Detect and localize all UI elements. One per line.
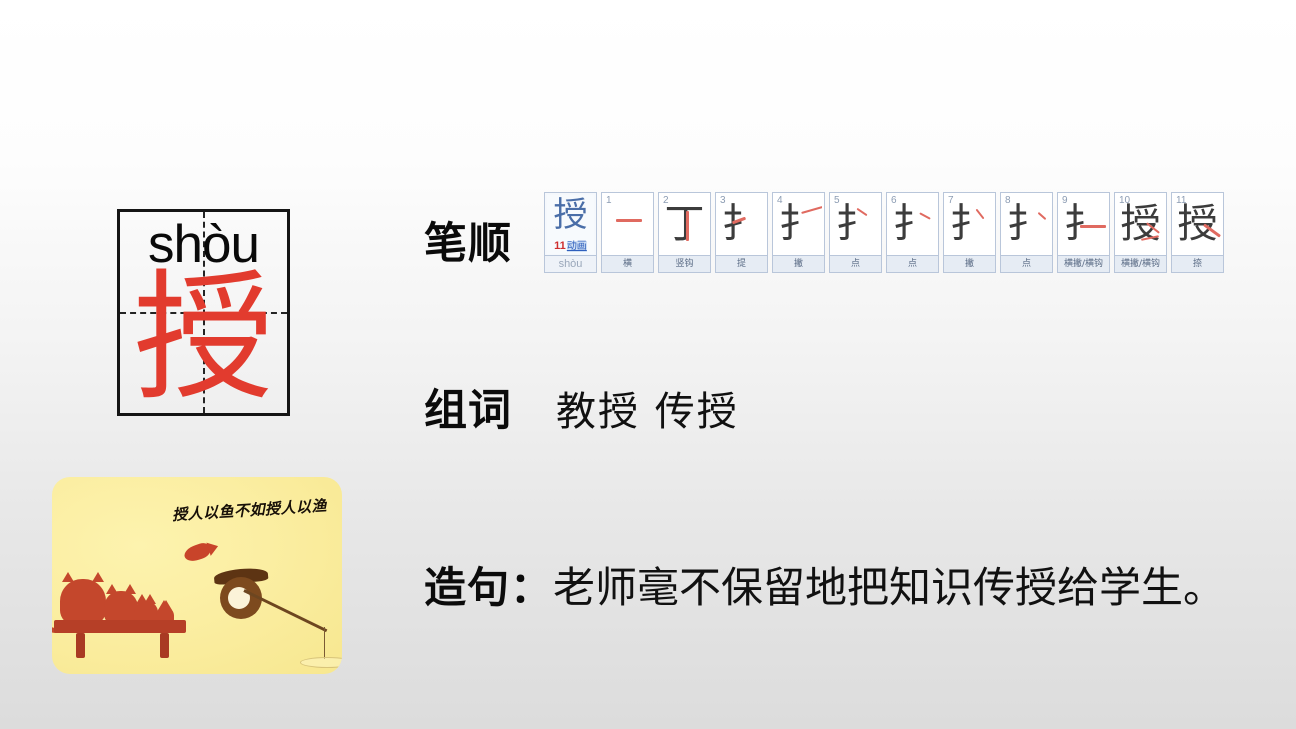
stroke-step-glyph: 扌	[721, 201, 762, 247]
animation-link[interactable]: 动画	[566, 241, 587, 252]
stroke-step-cell: 4 扌	[775, 195, 822, 254]
card-pinyin: shòu	[148, 215, 260, 274]
stroke-step-number: 4	[777, 195, 783, 206]
zuci-words: 教授 传授	[556, 389, 739, 435]
stroke-step-glyph: 扌	[1063, 201, 1104, 247]
stroke-step-name: 点	[887, 255, 938, 272]
stroke-step-11[interactable]: 11 授 捺	[1171, 192, 1224, 273]
bishun-label: 笔顺	[424, 219, 512, 269]
stroke-new-stroke	[1080, 225, 1106, 228]
stroke-step-name: 点	[830, 255, 881, 272]
stroke-step-number: 6	[891, 195, 897, 206]
stroke-step-cell: 7 扌	[946, 195, 993, 254]
stroke-step-number: 9	[1062, 195, 1068, 206]
stroke-step-cell: 6 扌	[889, 195, 936, 254]
zuci-label: 组词	[424, 386, 512, 436]
stroke-step-10[interactable]: 10 授 横撇/横钩	[1114, 192, 1167, 273]
stroke-step-1[interactable]: 1 横	[601, 192, 654, 273]
card-hanzi: 授	[133, 257, 274, 420]
stroke-step-glyph: 扌	[1006, 201, 1047, 247]
stroke-step-cell: 10 授	[1117, 195, 1164, 254]
zaoju-row: 造句：老师毫不保留地把知识传授给学生。	[424, 557, 1269, 619]
stroke-new-stroke	[616, 219, 642, 222]
stroke-step-name: 撇	[944, 255, 995, 272]
cats-fishing-illustration: 授人以鱼不如授人以渔	[52, 477, 342, 674]
stroke-step-name: 提	[716, 255, 767, 272]
bench	[54, 620, 186, 633]
stroke-step-glyph: 扌	[835, 201, 876, 247]
fish-icon	[182, 541, 212, 564]
character-card: shòu 授	[117, 209, 290, 416]
stroke-step-cell: 1	[604, 195, 651, 254]
stroke-header-cell: 授 11动画	[547, 195, 594, 254]
stroke-step-2[interactable]: 2 丁 竖钩	[658, 192, 711, 273]
stroke-step-name: 点	[1001, 255, 1052, 272]
stroke-step-name: 捺	[1172, 255, 1223, 272]
stroke-step-glyph: 扌	[892, 201, 933, 247]
stroke-count: 11	[554, 240, 566, 252]
stroke-order-header-box[interactable]: 授 11动画 shòu	[544, 192, 597, 273]
stroke-step-cell: 8 扌	[1003, 195, 1050, 254]
stroke-step-number: 8	[1005, 195, 1011, 206]
stroke-header-meta: 11动画	[547, 240, 594, 253]
bench-leg-right	[160, 633, 169, 658]
cat-medium	[104, 584, 138, 625]
stroke-step-name: 横撇/横钩	[1115, 255, 1166, 272]
stroke-step-6[interactable]: 6 扌 点	[886, 192, 939, 273]
zuci-row: 组词 教授 传授	[424, 383, 739, 440]
stroke-step-name: 横	[602, 255, 653, 272]
zaoju-sentence: 老师毫不保留地把知识传授给学生。	[553, 563, 1226, 612]
stroke-step-5[interactable]: 5 扌 点	[829, 192, 882, 273]
stroke-step-8[interactable]: 8 扌 点	[1000, 192, 1053, 273]
stroke-order-strip: 授 11动画 shòu 1 横 2 丁 竖钩 3	[544, 192, 1224, 273]
water-ripple	[300, 657, 342, 668]
stroke-step-name: 横撇/横钩	[1058, 255, 1109, 272]
stroke-step-cell: 3 扌	[718, 195, 765, 254]
stroke-new-stroke	[686, 211, 689, 241]
stroke-step-glyph: 丁	[664, 201, 705, 247]
stroke-step-cell: 5 扌	[832, 195, 879, 254]
stroke-step-glyph: 授	[1120, 201, 1161, 247]
stroke-step-cell: 11 授	[1174, 195, 1221, 254]
stroke-step-4[interactable]: 4 扌 撇	[772, 192, 825, 273]
stroke-step-cell: 9 扌	[1060, 195, 1107, 254]
stroke-step-number: 5	[834, 195, 840, 206]
illustration-calligraphy-text: 授人以鱼不如授人以渔	[171, 496, 328, 525]
stroke-step-number: 11	[1176, 195, 1187, 206]
fishing-line	[324, 627, 325, 659]
stroke-step-name: 竖钩	[659, 255, 710, 272]
stroke-header-glyph: 授	[553, 195, 588, 235]
stroke-step-7[interactable]: 7 扌 撇	[943, 192, 996, 273]
bench-leg-left	[76, 633, 85, 658]
stroke-step-cell: 2 丁	[661, 195, 708, 254]
zaoju-label: 造句：	[424, 563, 554, 612]
cat-large	[60, 572, 106, 625]
stroke-step-number: 10	[1119, 195, 1131, 206]
stroke-step-number: 2	[663, 195, 669, 206]
stroke-step-name: 撇	[773, 255, 824, 272]
stroke-step-number: 7	[948, 195, 954, 206]
stroke-step-glyph: 授	[1177, 201, 1218, 247]
stroke-step-9[interactable]: 9 扌 横撇/横钩	[1057, 192, 1110, 273]
stroke-step-3[interactable]: 3 扌 提	[715, 192, 768, 273]
stroke-step-number: 1	[606, 195, 612, 206]
stroke-header-pinyin: shòu	[545, 255, 596, 272]
stroke-step-glyph: 扌	[949, 201, 990, 247]
stroke-step-number: 3	[720, 195, 726, 206]
